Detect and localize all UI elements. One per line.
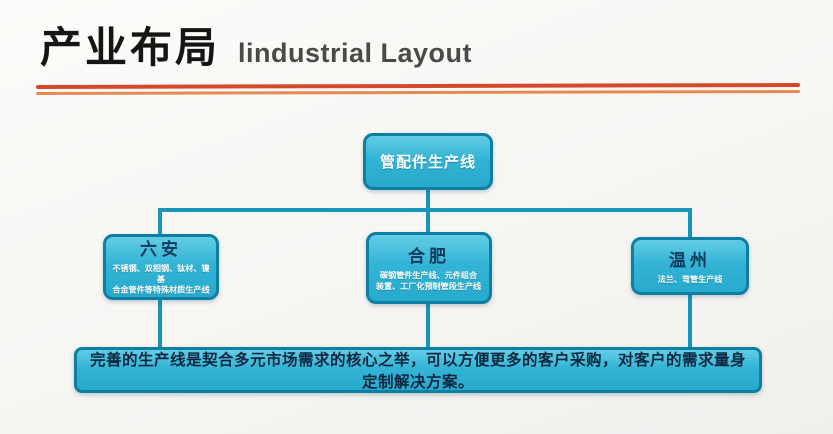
diagram-node-wenzhou-desc: 法兰、弯管生产线 [657, 274, 723, 284]
diagram-node-hefei: 合肥 碳钢管件生产线、元件组合 装置、工厂化预制管段生产线 [366, 232, 492, 304]
page-title-zh: 产业布局 [40, 24, 221, 71]
diagram-node-hefei-name: 合肥 [408, 246, 450, 266]
diagram-node-luan-name: 六安 [140, 239, 182, 259]
title-divider [35, 82, 801, 96]
title-divider-bottom-line [35, 89, 801, 96]
connector-wenzhou-to-summary [688, 293, 692, 349]
connector-drop-hefei [426, 210, 430, 234]
diagram-summary-text: 完善的生产线是契合多元市场需求的核心之举，可以方便更多的客户采购，对客户的需求量… [89, 352, 746, 391]
connector-luan-to-summary [158, 298, 162, 349]
diagram-node-root-label: 管配件生产线 [379, 154, 476, 171]
connector-drop-luan [158, 210, 162, 236]
diagram-node-wenzhou: 温州 法兰、弯管生产线 [631, 237, 749, 295]
page-title-en: lindustrial Layout [238, 38, 473, 68]
diagram-node-root: 管配件生产线 [363, 133, 493, 190]
diagram-node-wenzhou-name: 温州 [669, 250, 711, 270]
diagram-summary-bar: 完善的生产线是契合多元市场需求的核心之举，可以方便更多的客户采购，对客户的需求量… [74, 347, 762, 393]
diagram-node-hefei-desc: 碳钢管件生产线、元件组合 装置、工厂化预制管段生产线 [376, 270, 482, 291]
header: 产业布局 lindustrial Layout [40, 14, 472, 75]
connector-drop-wenzhou [688, 210, 692, 239]
diagram-node-luan-desc: 不锈钢、双相钢、钛材、镍基 合金管件等特殊材质生产线 [112, 263, 210, 295]
title-divider-top-line [35, 82, 801, 90]
connector-root-stem [426, 189, 430, 211]
connector-hefei-to-summary [426, 302, 430, 349]
diagram-node-luan: 六安 不锈钢、双相钢、钛材、镍基 合金管件等特殊材质生产线 [103, 234, 219, 300]
connector-horizontal-bar [158, 208, 692, 212]
